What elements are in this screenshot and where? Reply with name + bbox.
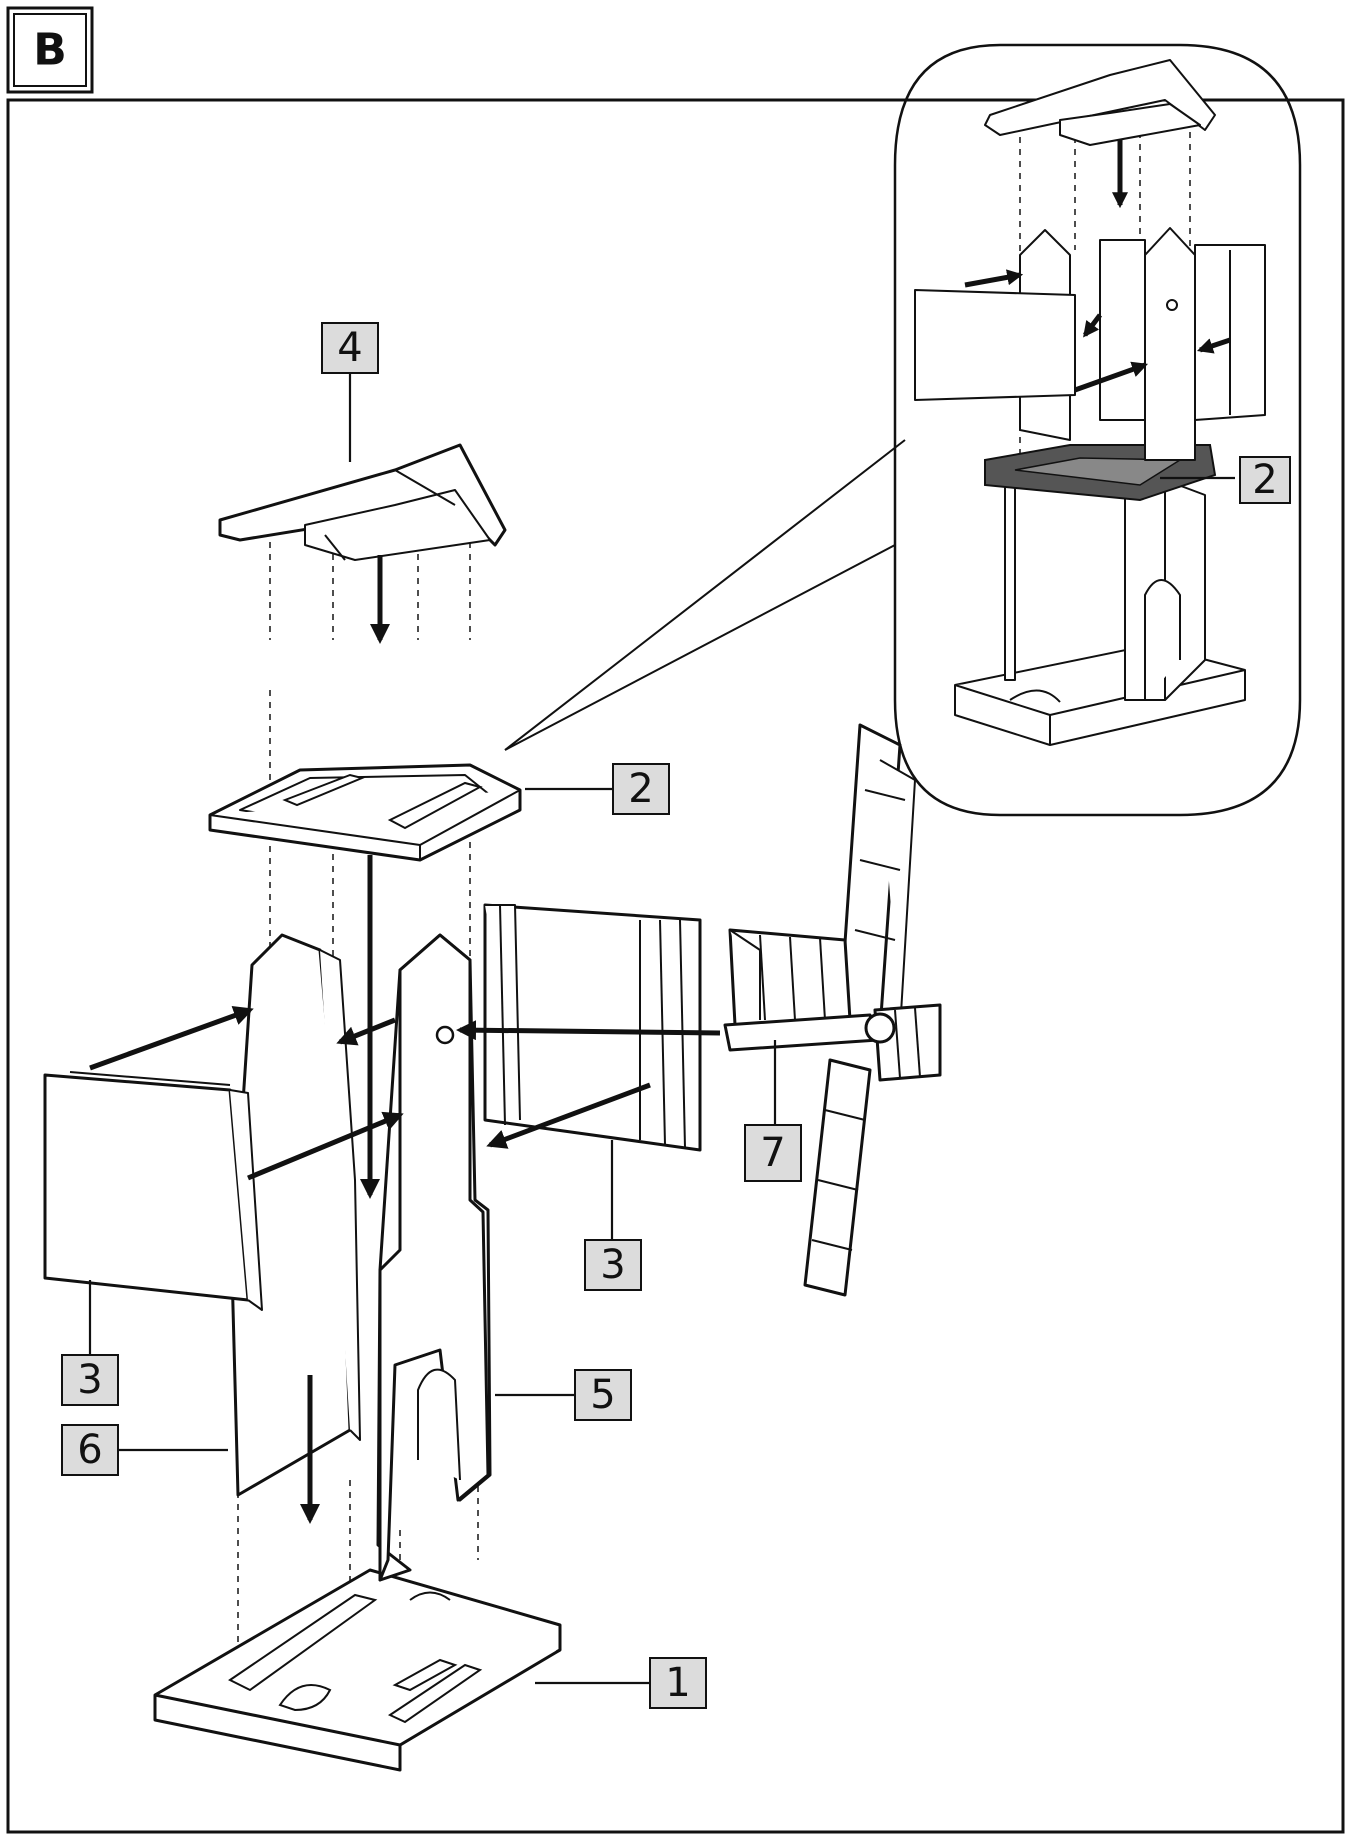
inset-roof (984, 59, 1216, 209)
label-side-panel-right: 3 (584, 1239, 642, 1291)
side-panel-left-part (43, 1071, 263, 1311)
svg-text:2: 2 (1252, 457, 1277, 503)
front-wall-part (376, 933, 492, 1582)
platform-part (208, 763, 522, 862)
roof-part (218, 443, 507, 561)
svg-text:1: 1 (665, 1660, 690, 1706)
svg-text:4: 4 (337, 325, 362, 371)
label-side-panel-left: 3 (61, 1354, 119, 1406)
svg-text:7: 7 (760, 1130, 785, 1176)
svg-text:3: 3 (600, 1242, 625, 1288)
label-front-wall: 5 (574, 1369, 632, 1421)
sail-assembly-part (723, 723, 942, 1297)
label-roof: 4 (321, 322, 379, 374)
label-base: 1 (649, 1657, 707, 1709)
assembly-arrows (89, 555, 721, 1524)
label-platform-inset: 2 (1239, 456, 1291, 504)
leader-lines (88, 370, 777, 1685)
label-back-wall: 6 (61, 1424, 119, 1476)
svg-text:6: 6 (77, 1427, 102, 1473)
label-platform: 2 (612, 763, 670, 815)
back-wall-part (230, 933, 361, 1497)
side-panel-right-part (483, 903, 702, 1152)
label-sail-hub: 7 (744, 1124, 802, 1182)
page-frame: B (6, 6, 1345, 1834)
svg-text:2: 2 (628, 766, 653, 812)
inset-walls (1004, 479, 1206, 701)
inset-upper-assembly (914, 227, 1266, 461)
svg-text:3: 3 (77, 1357, 102, 1403)
svg-text:5: 5 (590, 1372, 615, 1418)
zoom-inset: 2 (504, 43, 1302, 817)
base-part (153, 1568, 562, 1772)
figure-badge: B (33, 25, 67, 76)
